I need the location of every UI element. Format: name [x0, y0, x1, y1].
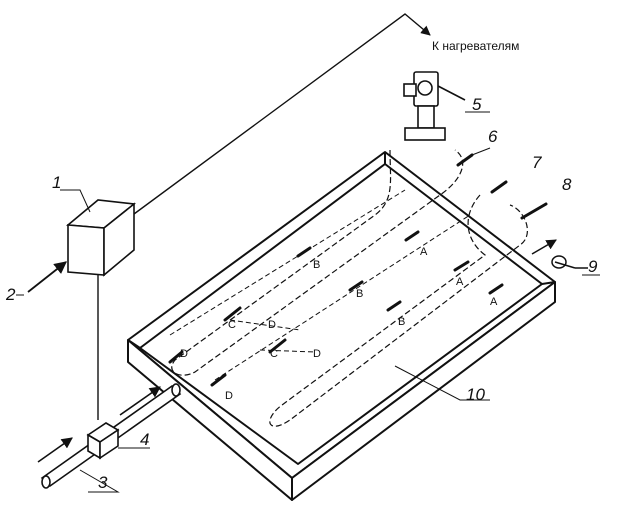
zone-label-b: B: [313, 259, 320, 271]
callout-6: 6: [488, 127, 498, 146]
callout-2: 2: [5, 285, 16, 304]
callout-8: 8: [562, 175, 572, 194]
track-lines: [169, 189, 471, 381]
flow-arrow-top: [119, 386, 161, 416]
wire-to-heaters: [133, 13, 431, 215]
probes: [456, 153, 548, 220]
outlet-9: [531, 239, 588, 269]
tray-right-face: [291, 281, 556, 501]
probe-8: [520, 202, 548, 220]
probe-6: [456, 153, 474, 167]
serpentine-path: [171, 149, 528, 427]
zone-label-a: A: [456, 276, 464, 288]
flow-arrow-bottom: [37, 437, 73, 463]
callout-1: 1: [52, 173, 61, 192]
callout-7: 7: [532, 153, 542, 172]
zone-label-b: B: [398, 316, 405, 328]
meter-4: [86, 422, 120, 460]
tray-outer-rim: [127, 151, 556, 479]
camera-5: [403, 71, 466, 141]
zone-label-b: B: [356, 288, 363, 300]
input-arrow-2: [27, 261, 67, 293]
zone-label-a: A: [490, 296, 498, 308]
heater-caption: К нагревателям: [432, 39, 519, 53]
callout-5: 5: [472, 95, 482, 114]
zone-label-c: C: [228, 319, 236, 331]
zone-label-d: D: [268, 319, 276, 331]
callout-4: 4: [140, 430, 149, 449]
callout-9: 9: [588, 257, 598, 276]
sensor-marks: [168, 230, 504, 387]
control-unit-1: [65, 199, 137, 277]
zone-label-a: A: [420, 246, 428, 258]
tray: [127, 151, 556, 501]
probe-7: [490, 180, 508, 194]
callout-leaders: [16, 111, 600, 493]
callout-3: 3: [98, 473, 108, 492]
zone-label-c: C: [270, 348, 278, 360]
zone-label-d: D: [313, 348, 321, 360]
camera-lens-icon: [417, 80, 433, 96]
zone-label-d: D: [225, 390, 233, 402]
zone-label-d: D: [180, 348, 188, 360]
callout-10: 10: [466, 385, 485, 404]
